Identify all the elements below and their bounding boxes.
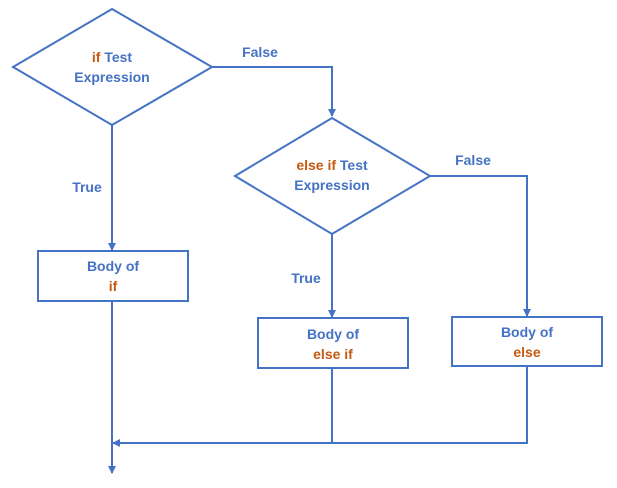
body-else-if-label: Body of else if — [258, 324, 408, 364]
if-false-label: False — [242, 44, 278, 60]
body-of-text: Body of — [306, 326, 360, 342]
body-if-label: Body of if — [38, 256, 188, 296]
else-keyword: else — [513, 344, 541, 360]
edge-if-false — [212, 66, 336, 117]
else-if-keyword: else if — [296, 157, 337, 173]
body-if-box — [37, 250, 189, 302]
body-of-text: Body of — [86, 258, 140, 274]
else-if-true-label: True — [291, 270, 321, 286]
if-true-label: True — [72, 179, 102, 195]
body-of-text: Body of — [500, 324, 554, 340]
else-if-test-diamond — [233, 116, 432, 236]
edge-else-if-false — [430, 175, 531, 317]
if-test-diamond — [11, 7, 214, 127]
test-text: Test — [336, 157, 368, 173]
expression-text: Expression — [294, 177, 370, 193]
body-else-label: Body of else — [452, 322, 602, 362]
else-if-false-label: False — [455, 152, 491, 168]
else-if-test-label: else if Test Expression — [262, 155, 402, 195]
if-keyword: if — [91, 49, 101, 65]
edge-body-else-join — [112, 366, 528, 447]
else-if-keyword: else if — [313, 346, 353, 362]
if-keyword: if — [108, 278, 118, 294]
body-else-box — [451, 316, 603, 367]
if-test-label: if Test Expression — [52, 47, 172, 87]
expression-text: Expression — [74, 69, 150, 85]
body-else-if-box — [257, 317, 409, 369]
test-text: Test — [100, 49, 133, 65]
